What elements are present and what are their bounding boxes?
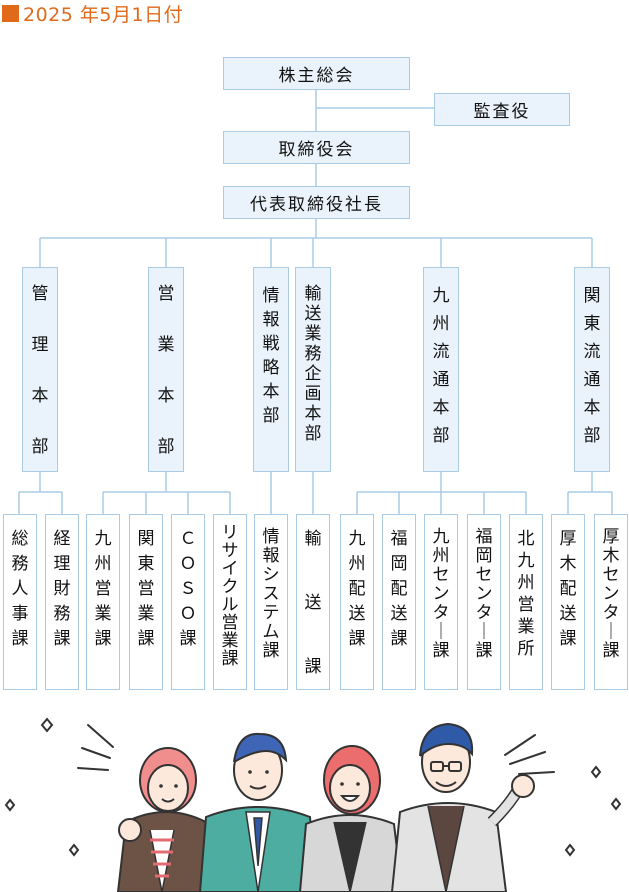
board-of-directors-label: 取締役会 [278, 140, 355, 160]
president-label: 代表取締役社長 [250, 195, 383, 215]
president-box: 代表取締役社長 [223, 186, 410, 219]
division-box: 情報戦略本部 [253, 267, 289, 472]
department-label: 総務人事課 [11, 529, 29, 649]
man-teal-suit-figure [198, 732, 318, 892]
division-box: 管理本部 [22, 267, 58, 472]
department-label: 福岡センタ｜課 [475, 527, 493, 661]
department-box: 経理財務課 [45, 514, 79, 690]
department-box: 情報システム課 [254, 514, 288, 690]
department-label: 九州配送課 [348, 529, 366, 649]
auditor-label: 監査役 [473, 102, 531, 122]
division-box: 輸送業務企画本部 [295, 267, 331, 472]
department-label: 経理財務課 [53, 529, 71, 649]
department-box: 関東営業課 [129, 514, 163, 690]
department-label: 九州センタ｜課 [432, 527, 450, 661]
date-label: 2025 年5月1日付 [2, 2, 184, 26]
division-label: 営業本部 [157, 284, 175, 457]
department-box: 厚木配送課 [551, 514, 585, 690]
department-label: 福岡配送課 [390, 529, 408, 649]
department-label: 情報システム課 [262, 527, 280, 661]
division-box: 関東流通本部 [574, 267, 610, 472]
department-box: 福岡配送課 [382, 514, 416, 690]
auditor-box: 監査役 [434, 93, 570, 126]
department-label: リサイクル営業課 [221, 523, 239, 669]
department-label: 北九州営業所 [517, 529, 535, 659]
square-bullet-icon [2, 4, 19, 22]
department-label: 輸送課 [304, 529, 322, 677]
org-connector-lines [18, 89, 613, 514]
department-box: 九州センタ｜課 [424, 514, 458, 690]
department-label: 厚木配送課 [559, 529, 577, 649]
cheering-employees-illustration [4, 717, 622, 892]
division-label: 関東流通本部 [583, 286, 601, 446]
department-label: 九州営業課 [94, 529, 112, 649]
board-of-directors-box: 取締役会 [223, 131, 410, 164]
man-glasses-figure [390, 722, 535, 892]
department-box: 九州営業課 [86, 514, 120, 690]
shareholders-meeting-box: 株主総会 [223, 57, 410, 90]
woman-pink-hair-figure [116, 747, 216, 892]
department-label: 関東営業課 [137, 529, 155, 649]
shareholders-meeting-label: 株主総会 [278, 66, 355, 86]
department-box: 福岡センタ｜課 [467, 514, 501, 690]
department-box: 北九州営業所 [509, 514, 543, 690]
division-label: 情報戦略本部 [262, 286, 280, 426]
sparkle-icon [4, 717, 622, 857]
division-box: 営業本部 [148, 267, 184, 472]
department-box: リサイクル営業課 [213, 514, 247, 690]
department-box: 輸送課 [296, 514, 330, 690]
department-box: 九州配送課 [340, 514, 374, 690]
division-label: 管理本部 [31, 284, 49, 457]
division-label: 輸送業務企画本部 [304, 284, 322, 444]
date-text: 2025 年5月1日付 [23, 3, 184, 26]
department-box: 厚木センタ｜課 [594, 514, 628, 690]
department-box: 総務人事課 [3, 514, 37, 690]
woman-red-hair-figure [298, 745, 404, 892]
department-label: 厚木センタ｜課 [602, 527, 620, 661]
division-label: 九州流通本部 [432, 286, 450, 446]
division-box: 九州流通本部 [423, 267, 459, 472]
